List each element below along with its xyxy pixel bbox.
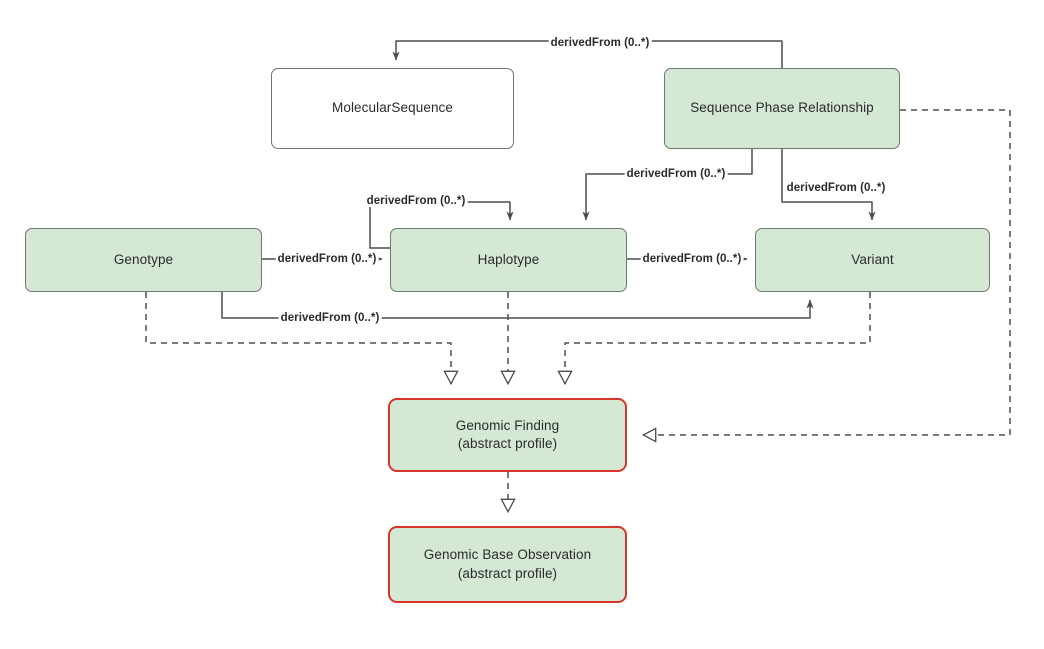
edge-label-spr-to-variant: derivedFrom (0..*) [784,182,888,194]
node-genomic-base-observation[interactable]: Genomic Base Observation (abstract profi… [388,526,627,603]
node-label: Haplotype [477,251,540,267]
edge-label-haplotype-self: derivedFrom (0..*) [364,195,468,207]
edge-genotype-realizes-finding [145,292,459,386]
edge-label-genotype-to-variant: derivedFrom (0..*) [278,312,382,324]
node-haplotype[interactable]: Haplotype [390,228,627,292]
node-genomic-finding[interactable]: Genomic Finding (abstract profile) [388,398,627,472]
node-label: Genotype [113,251,174,267]
edge-variant-realizes-finding [557,292,871,386]
edge-spr-realizes-finding [641,109,1011,443]
node-label: Genomic Finding (abstract profile) [455,417,560,451]
node-molecular-sequence[interactable]: MolecularSequence [271,68,514,149]
edge-spr-to-variant [781,149,876,221]
node-genotype[interactable]: Genotype [25,228,262,292]
node-label: Sequence Phase Relationship [690,100,874,116]
node-variant[interactable]: Variant [755,228,990,292]
edge-genotype-to-variant [221,292,814,319]
node-label: MolecularSequence [331,100,454,116]
node-label: Genomic Base Observation (abstract profi… [423,547,592,581]
edge-label-spr-to-molecularsequence: derivedFrom (0..*) [548,37,652,49]
edge-label-genotype-to-haplotype: derivedFrom (0..*) [275,253,379,265]
edge-label-haplotype-to-variant: derivedFrom (0..*) [640,253,744,265]
edge-spr-to-haplotype [582,149,753,221]
node-label: Variant [851,251,894,267]
node-sequence-phase-relationship[interactable]: Sequence Phase Relationship [664,68,900,149]
edge-label-spr-to-haplotype: derivedFrom (0..*) [624,168,728,180]
